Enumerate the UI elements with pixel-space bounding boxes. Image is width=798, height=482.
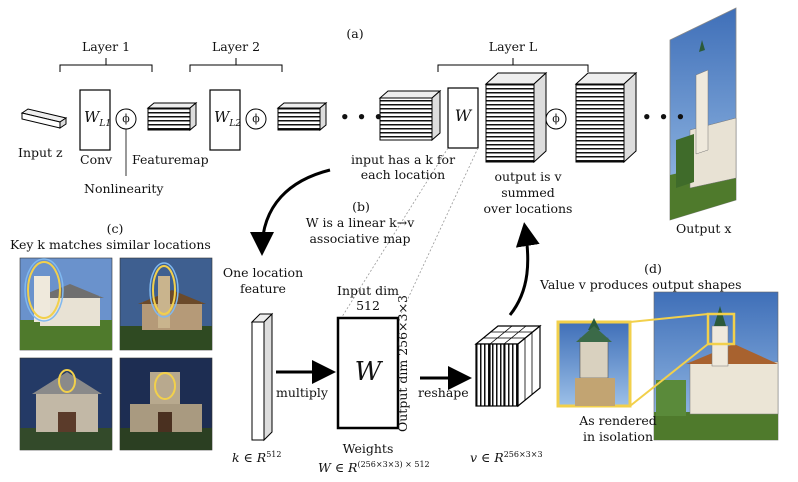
zoom-crop-photo [556, 318, 632, 408]
location-feature-column [250, 312, 274, 442]
w-layer-l-box [447, 87, 479, 149]
layer2-label: Layer 2 [211, 39, 261, 54]
key-photo-4 [119, 357, 213, 451]
value-cube [474, 324, 542, 408]
featuremap-2 [276, 101, 328, 132]
key-photo-3 [19, 357, 113, 451]
panel-b-label: (b) [352, 199, 370, 214]
output-dim-label: Output dim 256×3×3 [395, 295, 410, 432]
w-linear-line2: associative map [309, 231, 411, 246]
w-l1-text: WL1 [84, 108, 112, 130]
multiply-label: multiply [276, 385, 328, 400]
w-layer-l-text: W [454, 106, 472, 125]
featuremap-L-output [484, 71, 548, 164]
weights-label: Weights [342, 441, 394, 456]
w-linear-line1: W is a linear k→v [305, 215, 415, 230]
rendered-line1: As rendered [579, 413, 657, 428]
full-church-photo [653, 291, 779, 441]
panel-d-label: (d) [644, 261, 662, 276]
output-x-label: Output x [676, 221, 732, 236]
layer1-label: Layer 1 [81, 39, 131, 54]
panel-c-label: (c) [106, 221, 124, 236]
dotted-link-left [339, 147, 449, 321]
phi-1: ϕ [122, 112, 130, 125]
featuremap-label: Featuremap [132, 152, 209, 167]
weights-w-symbol: W [354, 357, 382, 387]
output-is-v-line3: over locations [483, 201, 573, 216]
w-l2-text: WL2 [214, 108, 242, 130]
ellipsis-1: • • • [340, 108, 385, 126]
weights-box [336, 316, 400, 430]
phi-circle-3 [545, 108, 567, 130]
one-location-line2: feature [240, 281, 286, 296]
one-location-line1: One location [222, 265, 304, 280]
output-is-v-line2: summed [501, 185, 555, 200]
rendered-line2: in isolation [582, 429, 653, 444]
layerL-label: Layer L [488, 39, 538, 54]
k-formula: k ∈ R512 [232, 450, 282, 466]
panel-a-label: (a) [346, 26, 364, 41]
w-l2-box [209, 89, 241, 151]
phi-circle-2 [245, 108, 267, 130]
layer1-brace [59, 58, 153, 72]
input-dim-line1: Input dim [337, 283, 399, 298]
arrow-to-output-v [508, 222, 540, 316]
output-x-image [669, 7, 737, 221]
phi-2: ϕ [252, 112, 260, 125]
phi-3: ϕ [552, 112, 560, 125]
input-has-k-line2: each location [360, 167, 446, 182]
input-dim-line2: 512 [356, 298, 380, 313]
conv-label: Conv [80, 152, 113, 167]
featuremap-L-activated [574, 71, 638, 164]
layer2-brace [189, 58, 283, 72]
ellipsis-2: • • • [642, 108, 687, 126]
key-photo-2 [119, 257, 213, 351]
input-z-label: Input z [18, 145, 63, 160]
zoom-line-bottom [629, 343, 709, 407]
zoom-line-top [629, 313, 709, 323]
output-is-v-line1: output is v [494, 169, 562, 184]
featuremap-1 [146, 101, 198, 132]
nonlinearity-label: Nonlinearity [84, 181, 164, 196]
key-k-matches-label: Key k matches similar locations [10, 237, 211, 252]
w-l1-box [79, 89, 111, 151]
input-has-k-line1: input has a k for [350, 152, 456, 167]
value-v-produces-label: Value v produces output shapes [540, 277, 742, 292]
reshape-label: reshape [418, 385, 469, 400]
input-z-bar [20, 108, 68, 129]
key-photo-1 [19, 257, 113, 351]
arrow-to-location-feature [250, 168, 331, 256]
featuremap-L-input [378, 89, 442, 142]
layerL-brace [437, 58, 589, 72]
weights-formula: W ∈ R(256×3×3) × 512 [318, 460, 430, 476]
v-formula: v ∈ R256×3×3 [470, 450, 543, 466]
